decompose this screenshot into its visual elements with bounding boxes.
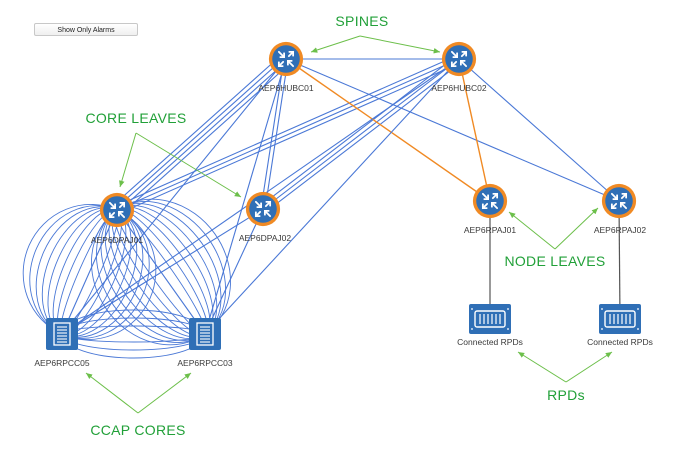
- rpd-icon: [598, 303, 642, 335]
- router-icon: [440, 40, 478, 78]
- node-aep6dpaj01[interactable]: AEP6DPAJ01: [91, 191, 144, 245]
- link-spine-core-leaf: [262, 58, 460, 210]
- node-leaves-annotation: NODE LEAVES: [504, 253, 605, 269]
- rpds-arrow-left: [517, 351, 567, 383]
- links-layer: [22, 54, 621, 359]
- node-aep6rpaj02[interactable]: AEP6RPAJ02: [594, 182, 647, 235]
- node-connected-rpds-2[interactable]: Connected RPDs: [587, 303, 653, 347]
- node-label: AEP6RPCC03: [177, 358, 233, 368]
- show-only-alarms-button[interactable]: Show Only Alarms: [34, 23, 138, 36]
- link-spine-core-leaf: [118, 62, 461, 215]
- link-spine-core-leaf: [265, 61, 462, 213]
- spines-arrow-left: [310, 35, 361, 53]
- link-spine-core-leaf: [264, 59, 289, 210]
- node-label: AEP6DPAJ02: [239, 233, 292, 243]
- core-leaves-annotation: CORE LEAVES: [85, 110, 186, 126]
- router-icon: [267, 40, 305, 78]
- link-spine-core-leaf: [117, 60, 288, 212]
- link-spine-node-leaf-active: [458, 58, 491, 202]
- rpds-arrow-right: [565, 351, 613, 383]
- router-icon: [98, 191, 136, 229]
- node-label: AEP6HUBC01: [258, 83, 314, 93]
- ccap-cores-arrow-right: [137, 372, 192, 414]
- node-aep6rpcc05[interactable]: AEP6RPCC05: [34, 317, 90, 368]
- node-label: AEP6DPAJ01: [91, 235, 144, 245]
- node-label: AEP6HUBC02: [431, 83, 487, 93]
- node-connected-rpds-1[interactable]: Connected RPDs: [457, 303, 523, 347]
- link-spine-core-leaf: [115, 57, 286, 209]
- link-loop-ccap-ccap: [61, 325, 206, 343]
- link-spine-ccap-core: [204, 58, 287, 335]
- link-core-leaf-ccap-core: [204, 208, 264, 335]
- link-core-leaf-ccap-core: [116, 209, 206, 335]
- router-icon: [471, 182, 509, 220]
- node-aep6rpcc03[interactable]: AEP6RPCC03: [177, 317, 233, 368]
- node-label: AEP6RPAJ02: [594, 225, 647, 235]
- link-spine-core-leaf: [112, 54, 283, 206]
- link-core-leaf-ccap-core: [61, 209, 118, 335]
- node-leaves-arrow-left: [508, 211, 556, 250]
- annotation-arrows: [85, 35, 613, 414]
- ccap-core-icon: [188, 317, 222, 351]
- link-spine-ccap-core: [204, 58, 460, 335]
- node-label: Connected RPDs: [457, 337, 523, 347]
- spines-arrow-right: [359, 35, 441, 54]
- link-spine-node-leaf: [285, 58, 620, 202]
- link-spine-core-leaf: [116, 58, 460, 211]
- core-leaves-arrow-left: [119, 132, 137, 188]
- router-icon: [600, 182, 638, 220]
- link-node-leaf-rpd: [618, 200, 621, 320]
- ccap-cores-annotation: CCAP CORES: [90, 422, 185, 438]
- node-aep6hubc01[interactable]: AEP6HUBC01: [258, 40, 314, 93]
- ccap-cores-arrow-left: [85, 372, 139, 414]
- node-label: AEP6RPCC05: [34, 358, 90, 368]
- link-spine-core-leaf: [260, 55, 457, 207]
- link-spine-ccap-core: [61, 58, 287, 335]
- router-icon: [244, 190, 282, 228]
- link-spine-core-leaf: [115, 54, 458, 207]
- link-spine-node-leaf-active: [285, 58, 491, 202]
- link-spine-node-leaf: [458, 58, 620, 202]
- node-label: Connected RPDs: [587, 337, 653, 347]
- rpds-annotation: RPDs: [547, 387, 585, 403]
- node-aep6rpaj01[interactable]: AEP6RPAJ01: [464, 182, 517, 235]
- node-label: AEP6RPAJ01: [464, 225, 517, 235]
- node-aep6hubc02[interactable]: AEP6HUBC02: [431, 40, 487, 93]
- link-loop-ccap-ccap: [61, 317, 206, 351]
- rpd-icon: [468, 303, 512, 335]
- node-aep6dpaj02[interactable]: AEP6DPAJ02: [239, 190, 292, 243]
- node-leaves-arrow-right: [554, 207, 599, 250]
- core-leaves-arrow-right: [135, 132, 242, 198]
- spines-annotation: SPINES: [335, 13, 388, 29]
- link-spine-core-leaf: [260, 58, 285, 209]
- ccap-core-icon: [45, 317, 79, 351]
